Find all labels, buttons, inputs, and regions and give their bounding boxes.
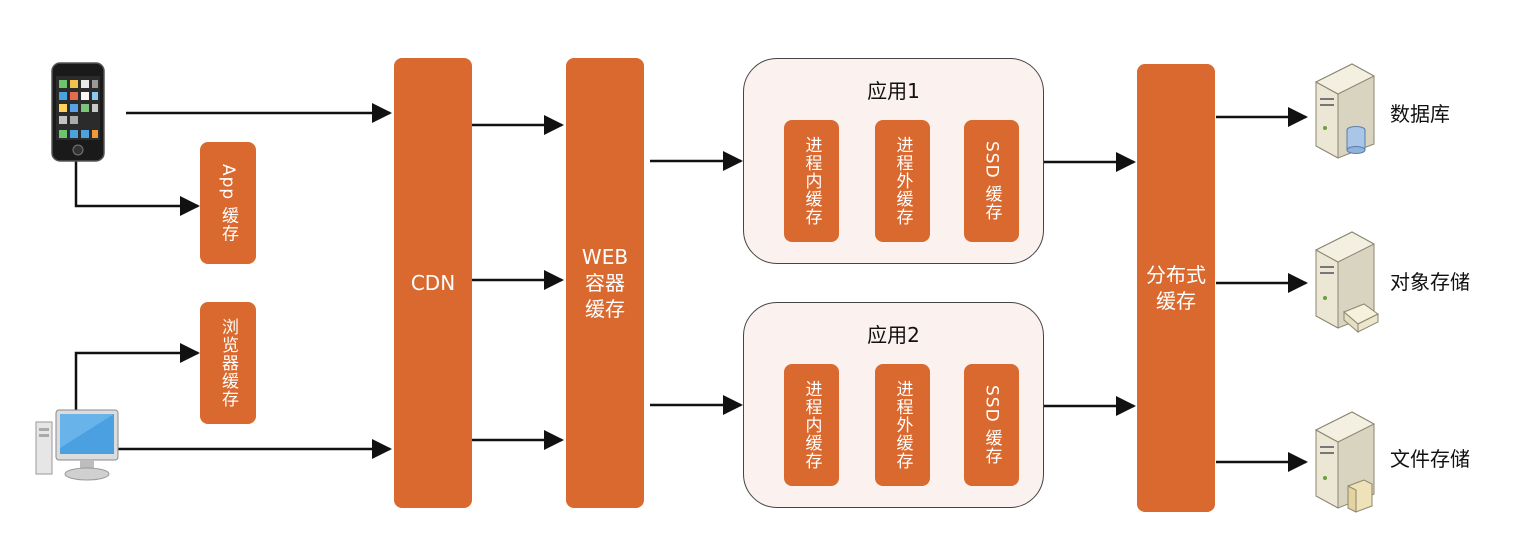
cdn-label: CDN	[410, 271, 456, 295]
app2-in-process-cache-label: 进程内缓存	[801, 380, 822, 470]
distributed-cache-block: 分布式 缓存	[1137, 64, 1215, 512]
app2-out-of-process-cache-label: 进程外缓存	[892, 380, 913, 470]
app2-ssd-cache: SSD 缓存	[964, 364, 1019, 486]
database-label: 数据库	[1390, 102, 1450, 126]
browser-cache-block: 浏览器缓存	[200, 302, 256, 424]
app1-ssd-cache: SSD 缓存	[964, 120, 1019, 242]
database-server-icon	[1308, 60, 1378, 160]
file-storage-label: 文件存储	[1390, 447, 1470, 471]
app1-in-process-cache-label: 进程内缓存	[801, 136, 822, 226]
app1-ssd-cache-label: SSD 缓存	[981, 140, 1002, 222]
file-storage-server-icon	[1308, 408, 1380, 516]
arrow-desktop-to-browser-cache	[74, 343, 200, 410]
app2-ssd-cache-label: SSD 缓存	[981, 384, 1002, 466]
app1-title: 应用1	[867, 79, 920, 103]
web-container-cache-label: WEB 容器 缓存	[581, 245, 629, 321]
app-cache-block: App 缓存	[200, 142, 256, 264]
arrow-phone-to-app-cache	[74, 160, 200, 216]
app-cache-label: App 缓存	[218, 163, 238, 243]
app2-container: 应用2 进程内缓存 进程外缓存 SSD 缓存	[743, 302, 1044, 508]
object-storage-server-icon	[1308, 228, 1380, 336]
object-storage-label: 对象存储	[1390, 270, 1470, 294]
cdn-block: CDN	[394, 58, 472, 508]
app1-in-process-cache: 进程内缓存	[784, 120, 839, 242]
app1-container: 应用1 进程内缓存 进程外缓存 SSD 缓存	[743, 58, 1044, 264]
distributed-cache-label: 分布式 缓存	[1146, 263, 1206, 313]
app2-in-process-cache: 进程内缓存	[784, 364, 839, 486]
desktop-computer-icon	[34, 408, 122, 483]
app1-out-of-process-cache: 进程外缓存	[875, 120, 930, 242]
browser-cache-label: 浏览器缓存	[218, 318, 238, 408]
web-container-cache-block: WEB 容器 缓存	[566, 58, 644, 508]
app2-out-of-process-cache: 进程外缓存	[875, 364, 930, 486]
app2-title: 应用2	[867, 323, 920, 347]
smartphone-icon	[51, 62, 105, 162]
app1-out-of-process-cache-label: 进程外缓存	[892, 136, 913, 226]
